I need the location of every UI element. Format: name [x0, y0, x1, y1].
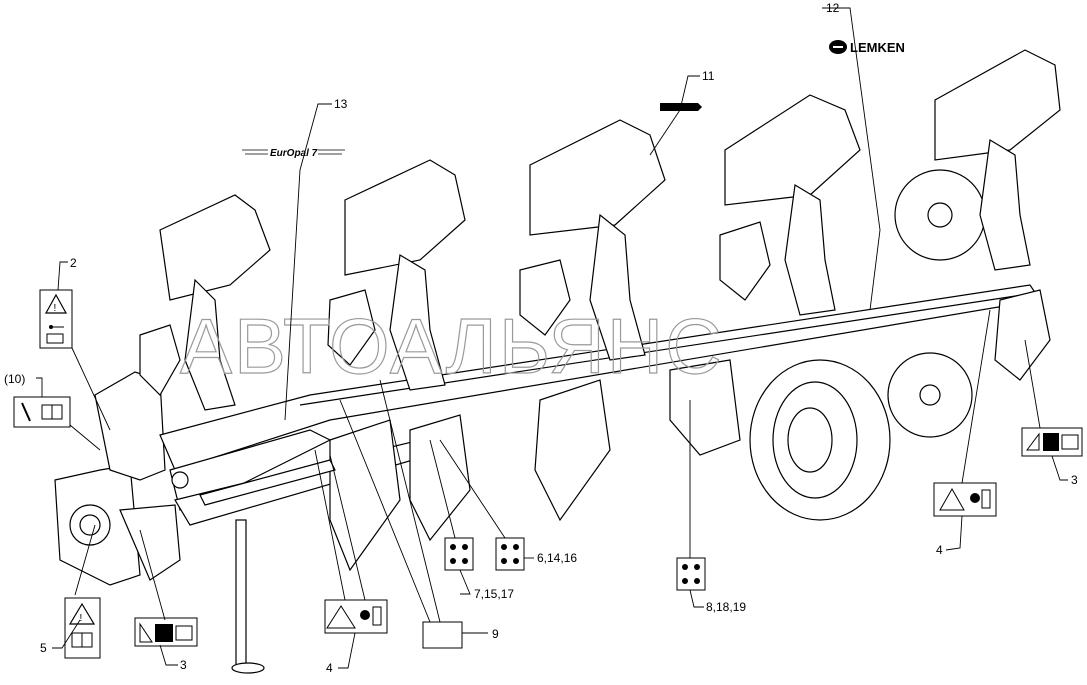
warning-triangle-icon — [1026, 432, 1040, 451]
warning-triangle-icon — [939, 487, 965, 511]
plough-body-2 — [327, 159, 466, 391]
person-icon — [970, 493, 980, 503]
decal-9-blank — [422, 621, 463, 649]
plough-body-1 — [139, 194, 271, 411]
callout-12: 12 — [826, 1, 840, 15]
callout-4-left: 4 — [326, 661, 333, 675]
decal-3-crush-right — [1021, 427, 1083, 457]
warning-triangle-icon — [139, 622, 153, 643]
warning-triangle-icon — [44, 293, 68, 314]
callout-5: 5 — [40, 641, 47, 655]
callout-3-left: 3 — [180, 658, 187, 672]
brand-name: LEMKEN — [850, 40, 905, 55]
decal-2-warning-manual: ! — [39, 289, 73, 349]
decal-4-right — [933, 482, 997, 517]
plough-illustration — [54, 49, 1061, 674]
callout-13: 13 — [334, 97, 348, 111]
callout-10: (10) — [4, 372, 25, 386]
plough-body-5 — [934, 49, 1061, 381]
hitch-icon — [49, 325, 53, 329]
svg-text:!: ! — [80, 613, 83, 624]
callout-11: 11 — [702, 69, 715, 83]
manual-icon — [46, 333, 64, 344]
callout-3-right: 3 — [1071, 473, 1078, 487]
decal-10-tools — [13, 396, 71, 428]
svg-text:!: ! — [54, 303, 57, 314]
watermark-text: АВТОАЛЬЯНС — [180, 302, 724, 390]
decal-7-bolts — [444, 537, 474, 571]
callout-8-18-19: 8,18,19 — [706, 600, 746, 614]
plough-body-3 — [519, 119, 666, 522]
warning-triangle-icon — [68, 602, 96, 625]
callout-9: 9 — [492, 627, 499, 641]
leader-lines — [36, 7, 1068, 669]
wrench-icon — [21, 402, 31, 422]
europal-decal: EurOpal 7 — [242, 148, 345, 159]
model-name: EurOpal 7 — [270, 148, 318, 159]
decal-4-left — [324, 599, 388, 634]
plough-body-4 — [719, 94, 861, 316]
person-icon — [360, 610, 370, 620]
crush-hazard-icon — [155, 624, 173, 642]
callout-6-14-16: 6,14,16 — [537, 551, 577, 565]
callout-7-15-17: 7,15,17 — [474, 587, 514, 601]
decal-3-crush-left — [134, 617, 198, 647]
callout-4-right: 4 — [936, 543, 943, 557]
crush-hazard-icon — [1043, 433, 1059, 451]
callout-2: 2 — [70, 256, 77, 270]
warning-triangle-icon — [326, 605, 356, 629]
decal-6-bolts — [495, 537, 525, 571]
lemken-logo: LEMKEN — [829, 40, 905, 55]
decal-8-bolts — [676, 557, 706, 591]
decal-5-warning-manual: ! — [64, 597, 101, 659]
